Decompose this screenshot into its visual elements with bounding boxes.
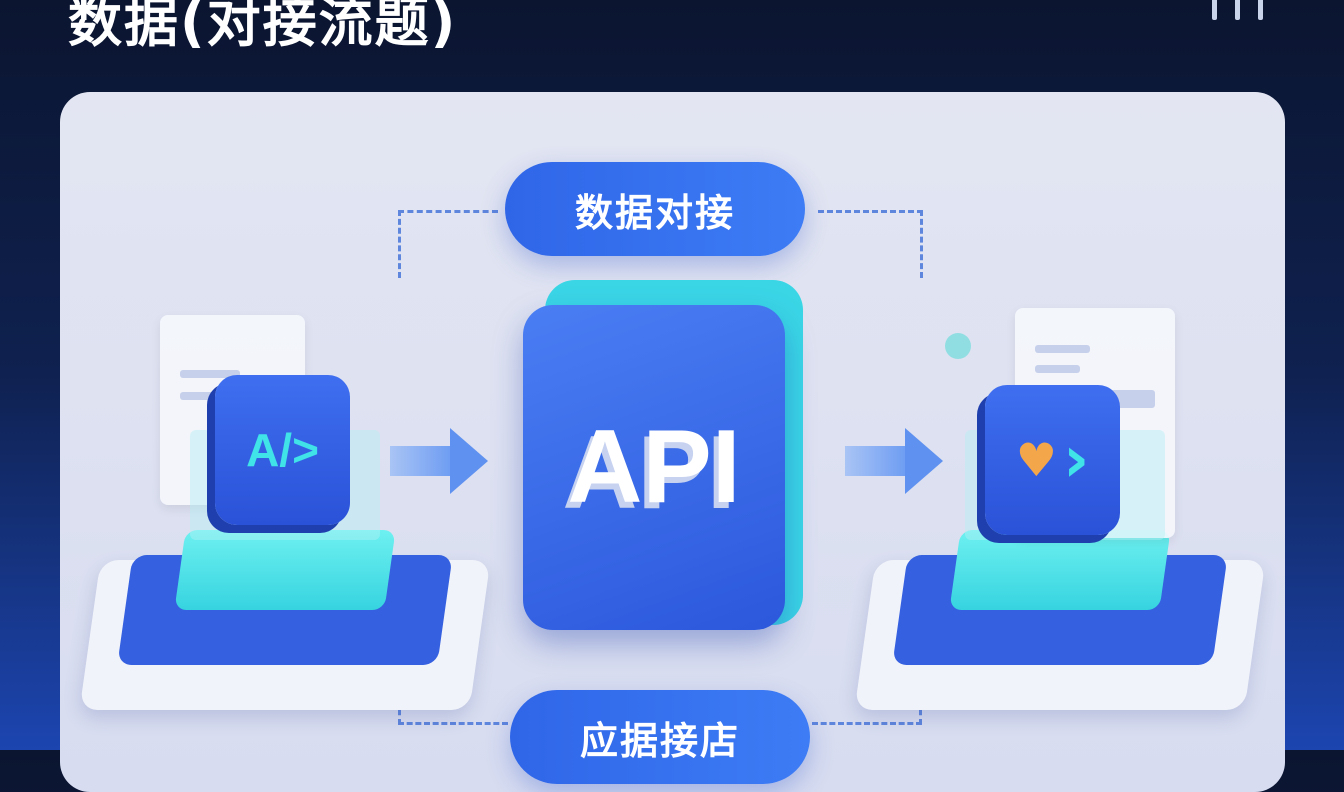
page-title: 数据(对接流题): [68, 0, 458, 54]
connector-line: [398, 210, 498, 278]
api-card: API: [523, 305, 785, 630]
arrow-right-icon: [845, 428, 943, 494]
bottom-label-pill: 应据接店: [510, 690, 810, 784]
menu-bars-icon: [1212, 0, 1263, 20]
code-icon: A/>: [215, 375, 350, 525]
dot-decoration: [945, 333, 971, 359]
heart-arrow-icon: ♥ ›: [985, 385, 1120, 535]
heart-icon: ♥: [1015, 433, 1057, 487]
arrow-right-icon: [390, 428, 488, 494]
top-label-pill: 数据对接: [505, 162, 805, 256]
connector-line: [818, 210, 923, 278]
